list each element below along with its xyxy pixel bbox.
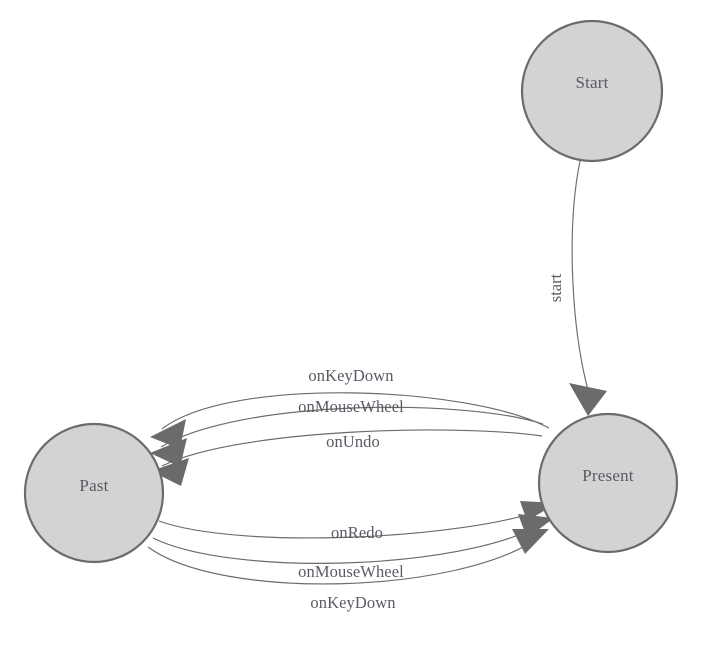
start-node-circle[interactable] [520,19,664,163]
edge-keydown-fwd-path [147,537,539,585]
edge-undo-arrowhead [151,458,189,486]
edge-label-start: start [546,273,565,302]
edge-label-mousewheel-back: onMouseWheel [298,397,404,416]
edge-label-undo: onUndo [326,432,380,451]
edge-keydown-fwd-arrowhead [512,529,549,554]
edge-redo-path [158,508,546,539]
edge-wheel-fwd-path [152,523,543,564]
edge-keydown-back-path [161,392,550,430]
edge-undo-path [161,429,543,467]
edge-label-keydown-forward: onKeyDown [310,593,395,612]
node-past[interactable]: Past [23,422,165,564]
edge-label-mousewheel-forward: onMouseWheel [298,562,404,581]
edge-start-path [571,160,589,391]
edge-wheel-back-path [160,406,544,448]
past-node-label: Past [79,476,108,495]
edge-label-redo: onRedo [331,523,383,542]
node-start[interactable]: Start [520,19,664,163]
edge-start-to-present [569,160,607,416]
present-node-circle[interactable] [537,412,679,554]
edge-present-to-past-undo [151,429,543,486]
node-present[interactable]: Present [537,412,679,554]
edge-label-keydown-back: onKeyDown [308,366,393,385]
past-node-circle[interactable] [23,422,165,564]
present-node-label: Present [582,466,634,485]
edge-keydown-back-arrowhead [150,419,186,449]
start-node-label: Start [575,73,608,92]
edge-start-arrowhead [569,383,607,416]
edge-past-to-present-keydown [147,529,549,585]
edge-present-to-past-keydown [150,392,550,449]
